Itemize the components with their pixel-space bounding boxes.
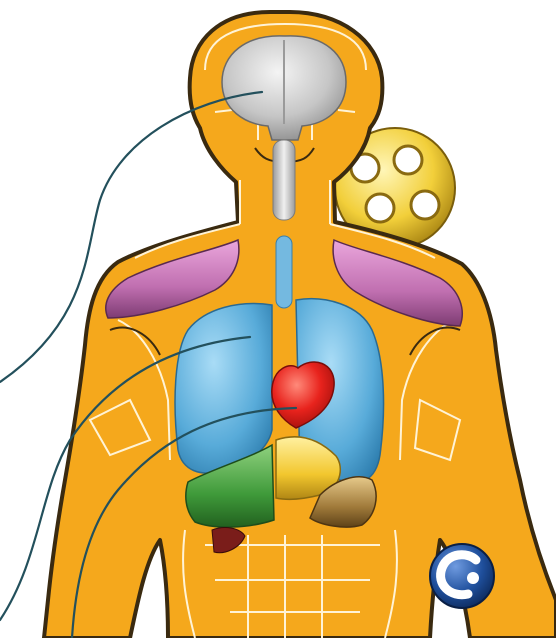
trachea (276, 236, 292, 308)
left-lung (175, 304, 272, 474)
blue-c-badge-icon (430, 544, 494, 608)
spinal-cord (273, 140, 295, 220)
